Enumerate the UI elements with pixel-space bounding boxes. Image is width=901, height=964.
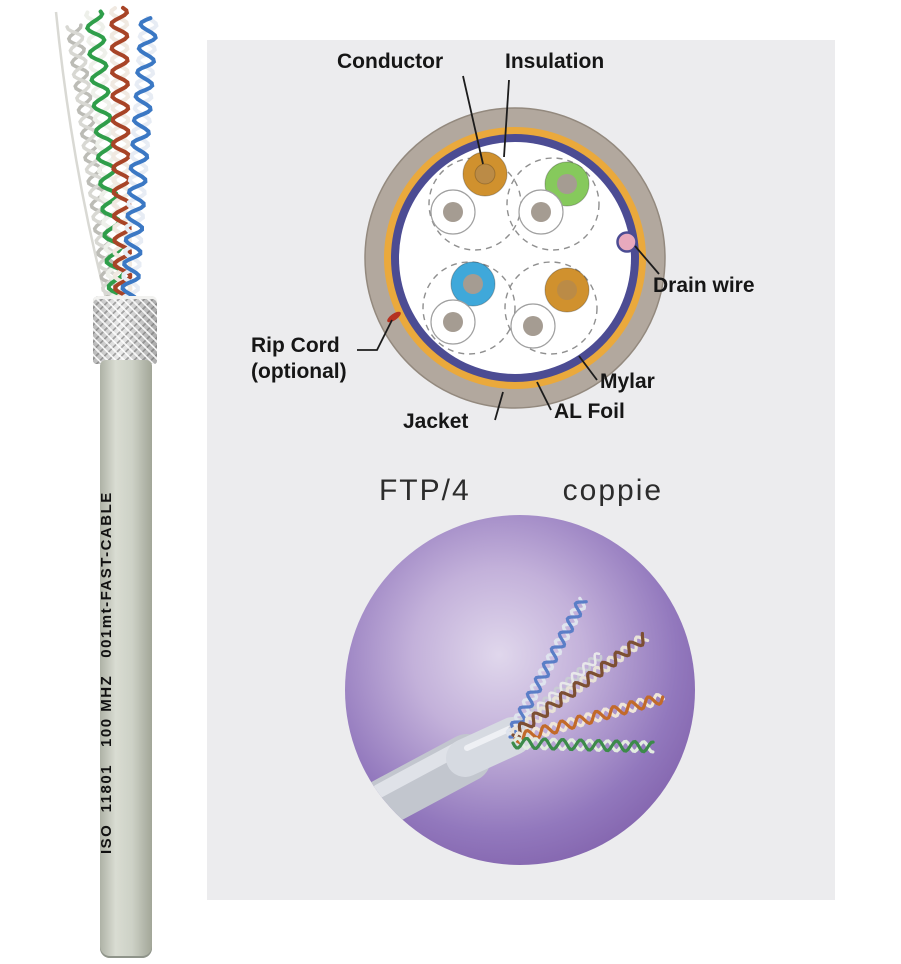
wire-blue-core <box>463 274 483 294</box>
cable-photo-left: ISO 11801 100 MHZ 001mt-FAST-CABLE <box>0 0 205 964</box>
blue-pair <box>119 15 159 308</box>
diagram-panel: Conductor Insulation Drain wire Rip Cord… <box>207 40 835 900</box>
mylar-leader-line <box>578 355 598 381</box>
rip-cord-note-label: (optional) <box>251 360 347 383</box>
pair-group-bottom-right <box>504 261 598 355</box>
caption-pairs-word: coppie <box>562 474 664 507</box>
wire-white-tr-core <box>531 202 551 222</box>
brown-pair <box>109 5 133 308</box>
insulation-leader-line <box>503 79 510 158</box>
wire-orange-conductor <box>474 163 496 185</box>
cable-cross-section <box>357 75 666 421</box>
cable-jacket: ISO 11801 100 MHZ 001mt-FAST-CABLE <box>98 360 152 958</box>
al-foil-label: AL Foil <box>554 400 625 423</box>
wire-white-tl-core <box>443 202 463 222</box>
photo-cable-foil <box>446 717 532 777</box>
drain-wire-dot <box>616 231 638 253</box>
rip-cord-dot <box>387 311 401 323</box>
wire-orange-2-core <box>557 280 577 300</box>
cable-braid-shield <box>93 296 157 364</box>
mylar-label: Mylar <box>600 370 655 393</box>
wire-green-core <box>557 174 577 194</box>
conductor-leader-line <box>462 75 484 165</box>
photo-brown-pair <box>510 631 650 739</box>
alfoil-leader-line <box>536 381 552 411</box>
cable-twisted-pairs <box>54 5 159 308</box>
pair-group-top-right <box>506 157 600 251</box>
drain-leader-line <box>634 245 660 275</box>
pair-group-bottom-left <box>422 261 516 355</box>
photo-blue-pair <box>505 596 588 739</box>
photo-green-pair <box>511 736 655 754</box>
cable-photo-art <box>359 596 665 827</box>
insulation-label: Insulation <box>505 50 605 73</box>
drain-wire-strand <box>54 11 110 307</box>
photo-cable-foil-glint <box>464 726 512 751</box>
ripcord-leader-line <box>357 319 393 351</box>
drain-wire-label: Drain wire <box>653 274 755 297</box>
jacket-leader-line <box>494 391 504 421</box>
photo-orange-pair <box>513 693 665 745</box>
caption: FTP/4 coppie <box>207 474 835 508</box>
cable-print-text: ISO 11801 100 MHZ 001mt-FAST-CABLE <box>98 491 115 854</box>
cable-photo-circle <box>345 515 695 865</box>
conductor-label: Conductor <box>337 50 444 73</box>
rip-cord-label: Rip Cord <box>251 334 340 357</box>
wire-white-bl-core <box>443 312 463 332</box>
caption-cable-type: FTP/4 <box>378 474 471 507</box>
jacket-label: Jacket <box>403 410 469 433</box>
wire-white-br-core <box>523 316 543 336</box>
